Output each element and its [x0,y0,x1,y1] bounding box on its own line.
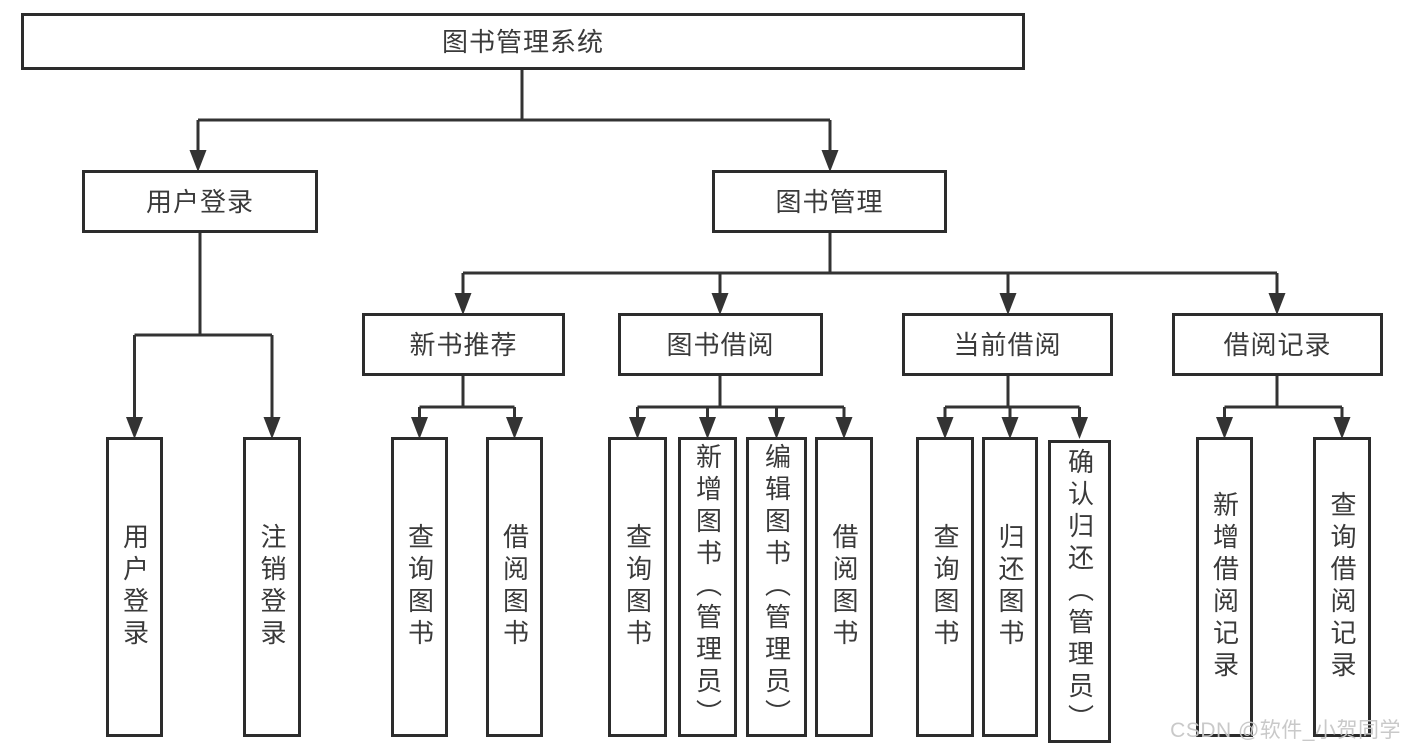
leaf-label: 查询图书 [622,523,653,651]
wire-borrow-records-split [1223,375,1344,420]
arrow-down-icon [189,150,207,172]
leaf-label: 注销登录 [257,523,287,651]
wire-book-management-split [461,232,1279,296]
leaf-label: 归还图书 [995,523,1025,651]
arrow-down-icon [711,293,729,315]
arrow-down-icon [506,417,523,439]
arrow-down-icon [629,417,646,439]
leaf-add-borrow-record: 新增借阅记录 [1196,437,1253,737]
leaf-label: 借阅图书 [829,523,859,651]
arrow-down-icon [835,417,853,439]
arrow-down-icon [936,417,954,439]
leaf-query-books-current: 查询图书 [916,437,974,737]
leaf-return-books: 归还图书 [982,437,1038,737]
node-book-management: 图书管理 [712,170,947,233]
arrow-down-icon [1071,417,1088,439]
leaf-label: 新增借阅记录 [1209,491,1240,683]
arrow-down-icon [1333,417,1351,439]
arrow-down-icon [454,293,472,315]
wire-book-borrow-split [636,375,846,420]
wire-current-borrow-split [943,375,1081,420]
arrow-down-icon [1268,293,1286,315]
arrow-down-icon [1216,417,1233,439]
leaf-user-login: 用户登录 [106,437,163,737]
leaf-label: 用户登录 [119,523,150,651]
leaf-label: 查询图书 [404,523,435,651]
arrow-down-icon [768,417,785,439]
wire-user-login-split [133,232,274,420]
leaf-label: 确认归还（管理员） [1064,447,1095,736]
arrow-down-icon [999,293,1017,315]
arrow-down-icon [699,417,716,439]
wire-new-book-split [418,375,516,420]
leaf-label: 查询图书 [930,523,960,651]
leaf-edit-books-admin: 编辑图书（管理员） [746,437,807,737]
arrowheads [126,150,1351,439]
leaf-query-books-borrowing: 查询图书 [608,437,667,737]
arrow-down-icon [126,417,143,439]
arrow-down-icon [263,417,281,439]
leaf-label: 借阅图书 [499,523,530,651]
leaf-query-books-recommend: 查询图书 [391,437,448,737]
leaf-add-books-admin: 新增图书（管理员） [678,437,737,737]
leaf-label: 查询借阅记录 [1327,491,1357,683]
node-new-book-recommendation: 新书推荐 [362,313,565,376]
arrow-down-icon [1001,417,1019,439]
node-library-management-system: 图书管理系统 [21,13,1025,70]
node-borrowing-records: 借阅记录 [1172,313,1383,376]
leaf-borrow-books-borrowing: 借阅图书 [815,437,873,737]
arrow-down-icon [821,150,839,172]
node-user-login: 用户登录 [82,170,318,233]
leaf-logout: 注销登录 [243,437,301,737]
leaf-label: 编辑图书（管理员） [761,443,792,731]
arrow-down-icon [411,417,428,439]
wire-root-split [196,70,832,153]
leaf-confirm-return-admin: 确认归还（管理员） [1048,440,1111,743]
csdn-watermark: CSDN @软件_小贺同学 [1170,719,1401,742]
leaf-query-borrow-record: 查询借阅记录 [1313,437,1371,737]
leaf-borrow-books-recommend: 借阅图书 [486,437,543,737]
node-current-borrowing: 当前借阅 [902,313,1113,376]
leaf-label: 新增图书（管理员） [692,443,723,731]
node-book-borrowing: 图书借阅 [618,313,823,376]
